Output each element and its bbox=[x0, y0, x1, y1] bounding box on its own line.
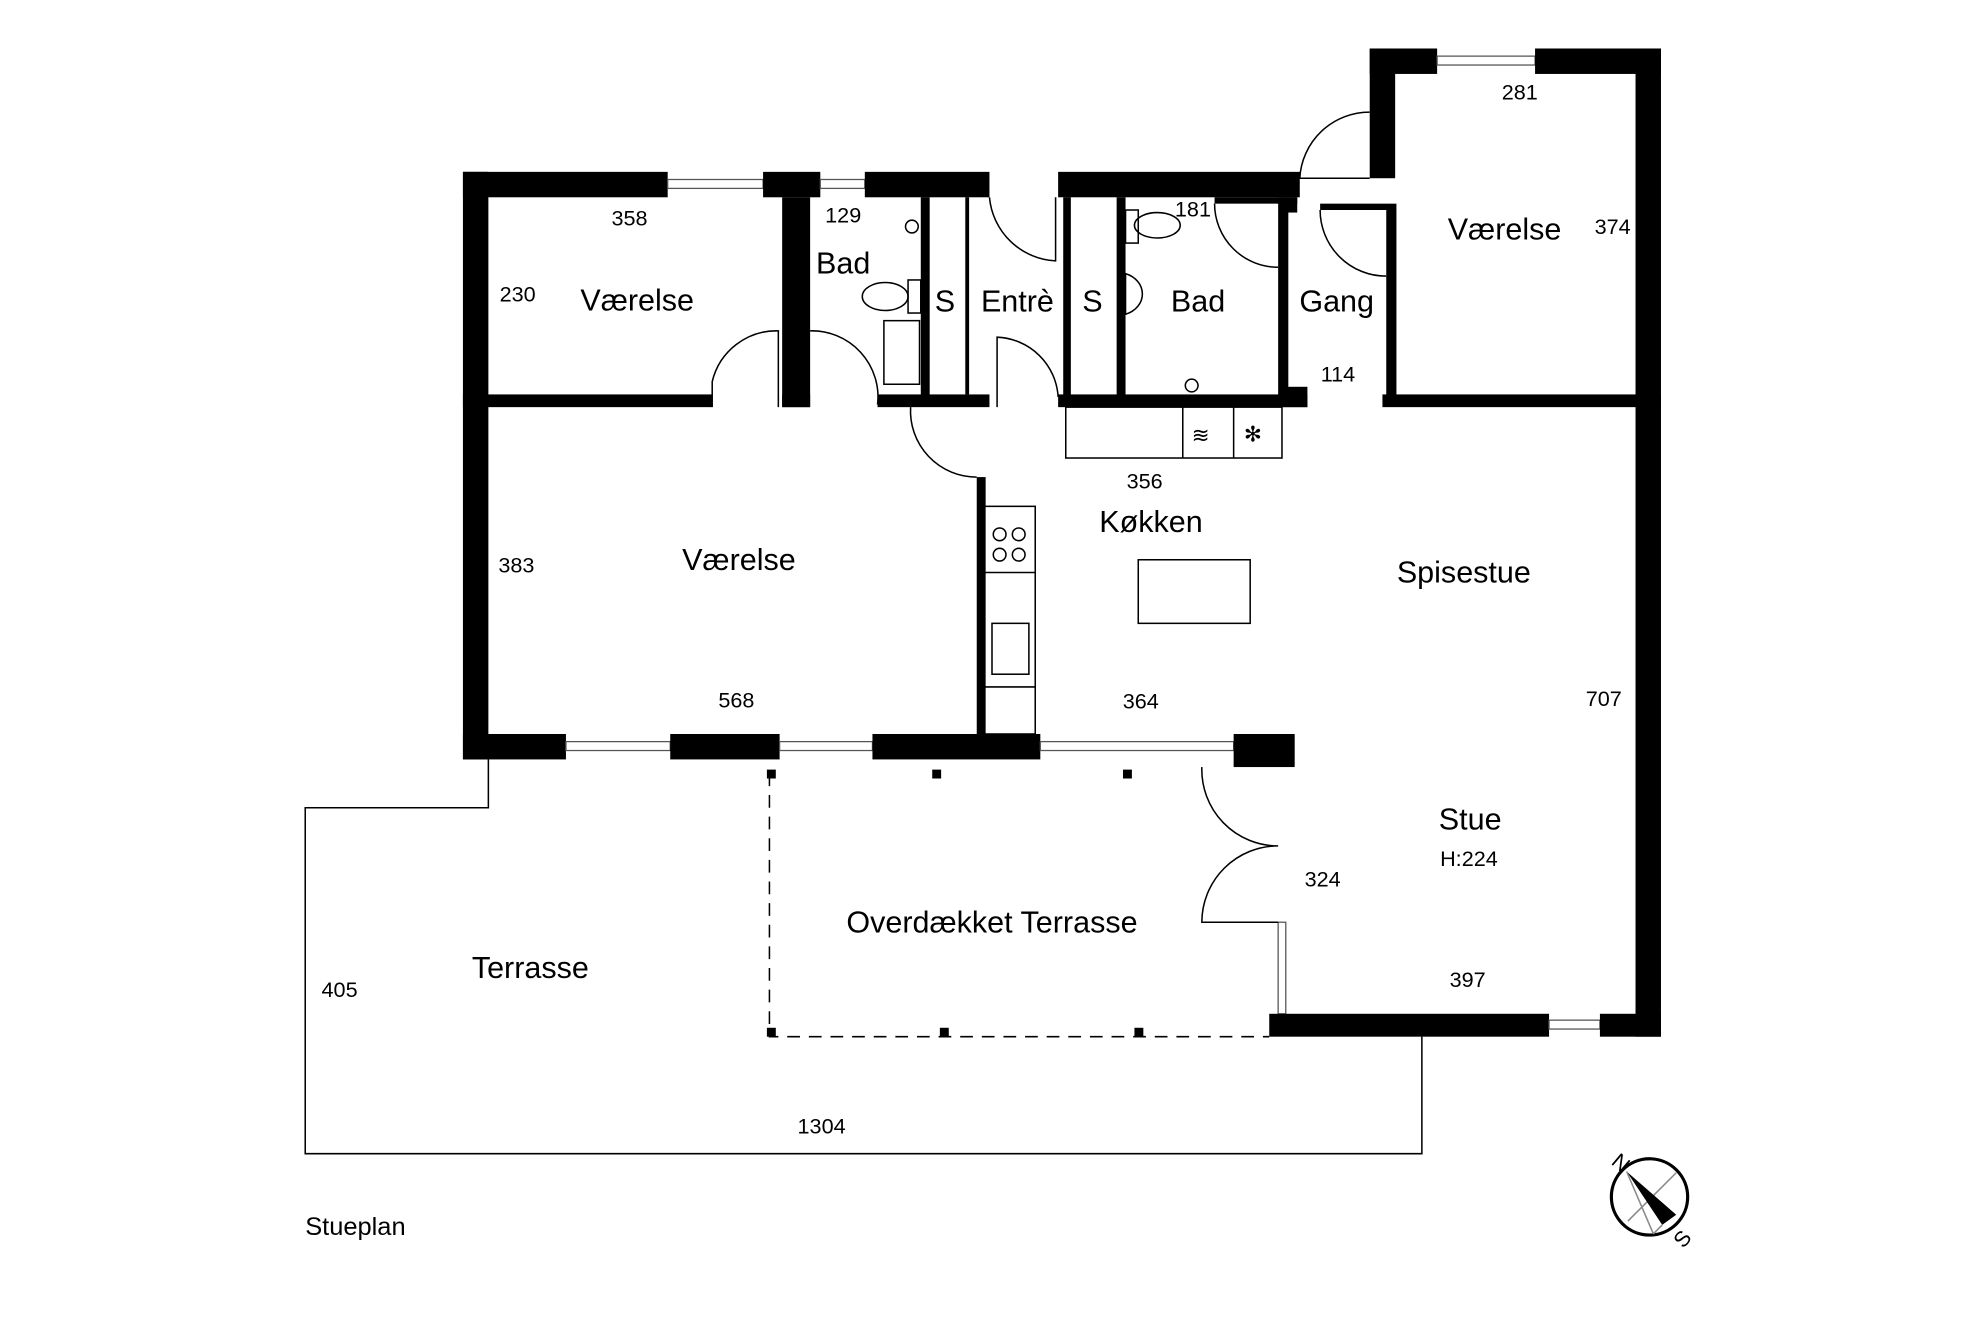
shower-icon bbox=[1184, 378, 1199, 393]
terrace-outline bbox=[304, 759, 1423, 1155]
dimension: 1304 bbox=[798, 1113, 846, 1138]
ceiling-height: H:224 bbox=[1440, 846, 1498, 871]
dimension: 397 bbox=[1450, 967, 1486, 992]
room-label: Stue bbox=[1439, 802, 1502, 836]
room-label: S bbox=[935, 285, 955, 319]
terrace-posts bbox=[766, 769, 1144, 1037]
room-label: Terrasse bbox=[472, 951, 589, 985]
room-label: Bad bbox=[1171, 285, 1225, 319]
dimension: 129 bbox=[825, 203, 861, 228]
kitchen-island bbox=[1137, 558, 1251, 625]
shower-icon bbox=[904, 219, 919, 234]
dimension: 230 bbox=[500, 282, 536, 307]
room-label: Gang bbox=[1299, 285, 1374, 319]
oven-icon: ≋ bbox=[1192, 423, 1210, 448]
compass-south: S bbox=[1668, 1225, 1696, 1252]
dimension: 405 bbox=[322, 977, 358, 1002]
sink-icon bbox=[991, 622, 1030, 675]
dimension: 281 bbox=[1502, 79, 1538, 104]
washbasin-icon bbox=[1124, 272, 1144, 316]
dimension: 358 bbox=[612, 205, 648, 230]
washbasin-icon bbox=[883, 319, 921, 386]
compass-icon: N S bbox=[1607, 1148, 1696, 1252]
dimension: 324 bbox=[1305, 867, 1341, 892]
room-label: Værelse bbox=[1448, 212, 1562, 246]
dimension: 568 bbox=[718, 687, 754, 712]
dimension: 364 bbox=[1123, 689, 1159, 714]
room-label: Værelse bbox=[682, 543, 796, 577]
room-label: S bbox=[1082, 285, 1102, 319]
room-label: Entrè bbox=[981, 285, 1054, 319]
plan-title: Stueplan bbox=[305, 1213, 405, 1241]
walls bbox=[462, 48, 1661, 1037]
room-label: Overdækket Terrasse bbox=[846, 905, 1137, 939]
dimension: 181 bbox=[1175, 196, 1211, 221]
fixtures: ≋ ✻ bbox=[861, 209, 1283, 735]
doors bbox=[711, 111, 1387, 923]
dimension: 383 bbox=[498, 552, 534, 577]
room-label: Køkken bbox=[1099, 505, 1202, 539]
room-label: Spisestue bbox=[1397, 556, 1531, 590]
dimension: 356 bbox=[1127, 469, 1163, 494]
dimension: 114 bbox=[1321, 362, 1355, 387]
freezer-icon: ✻ bbox=[1244, 421, 1262, 446]
toilet-icon bbox=[1133, 211, 1181, 239]
dimension: 707 bbox=[1586, 686, 1622, 711]
room-label: Værelse bbox=[580, 283, 694, 317]
toilet-icon bbox=[861, 281, 909, 312]
dimension: 374 bbox=[1595, 214, 1631, 239]
compass-north: N bbox=[1607, 1148, 1635, 1177]
room-label: Bad bbox=[816, 247, 870, 281]
